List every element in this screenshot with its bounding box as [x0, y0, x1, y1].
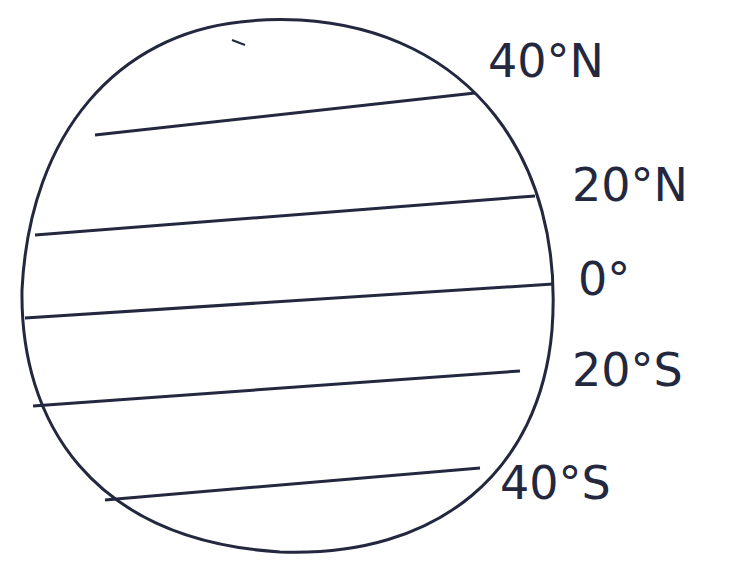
latitude-line [105, 468, 480, 500]
latitude-line [95, 93, 475, 135]
equator-line [25, 284, 553, 318]
pen-mark [232, 40, 245, 45]
latitude-line [33, 371, 520, 406]
latitude-label: 40°S [500, 458, 611, 509]
latitude-label: 20°N [572, 160, 688, 211]
latitude-line [35, 196, 535, 235]
globe-circle [22, 20, 553, 553]
latitude-label: 0° [578, 254, 630, 305]
latitude-label: 40°N [488, 36, 604, 87]
latitude-label: 20°S [572, 345, 683, 396]
